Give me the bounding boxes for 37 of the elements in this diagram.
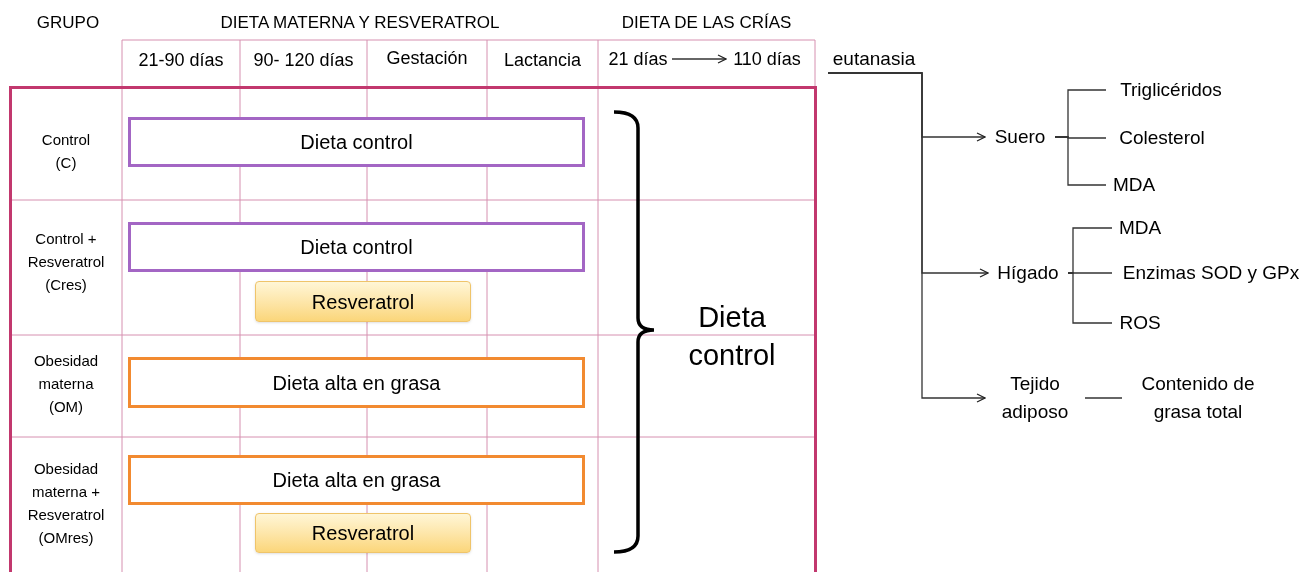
node-label: Enzimas SOD y GPx <box>1112 260 1310 286</box>
column-header: DIETA DE LAS CRÍAS <box>620 12 793 34</box>
node-label: ROS <box>1112 310 1168 336</box>
connector-line <box>1084 397 1123 399</box>
group-frame <box>9 86 817 572</box>
time-label: 21 días <box>604 46 672 72</box>
diet-bar: Dieta control <box>128 117 585 167</box>
node-label: MDA <box>1112 215 1168 241</box>
supplement-bar: Resveratrol <box>255 513 471 553</box>
column-header: Lactancia <box>502 49 583 72</box>
group-label: Obesidad materna (OM) <box>32 351 100 417</box>
node-label: Triglicéridos <box>1106 77 1236 103</box>
diet-bar: Dieta control <box>128 222 585 272</box>
node-label: Colesterol <box>1106 125 1218 151</box>
connector-line <box>1054 136 1107 186</box>
diet-bar: Dieta alta en grasa <box>128 455 585 505</box>
node-label: Hígado <box>988 259 1068 287</box>
bracket-label: Dieta control <box>687 300 777 373</box>
group-label: Control (C) <box>40 130 92 173</box>
column-header: GRUPO <box>35 12 101 34</box>
supplement-bar: Resveratrol <box>255 281 471 322</box>
group-label: Obesidad materna + Resveratrol (OMres) <box>26 459 106 548</box>
time-label: 110 días <box>726 46 808 72</box>
arrow <box>827 72 986 403</box>
column-header: 21-90 días <box>137 49 225 72</box>
node-label: Tejido adiposo <box>985 370 1085 426</box>
connector-line <box>1067 272 1113 324</box>
diet-bar: Dieta alta en grasa <box>128 357 585 408</box>
node-label: Suero <box>985 124 1055 150</box>
node-label: Contenido de grasa total <box>1122 370 1274 426</box>
group-label: Control + Resveratrol (Cres) <box>26 229 106 295</box>
column-header: Gestación <box>385 47 469 70</box>
column-header: 90- 120 días <box>252 49 355 72</box>
arrow <box>671 54 727 64</box>
node-label: eutanasia <box>824 44 924 73</box>
node-label: MDA <box>1106 172 1162 198</box>
column-header: DIETA MATERNA Y RESVERATROL <box>219 12 501 34</box>
